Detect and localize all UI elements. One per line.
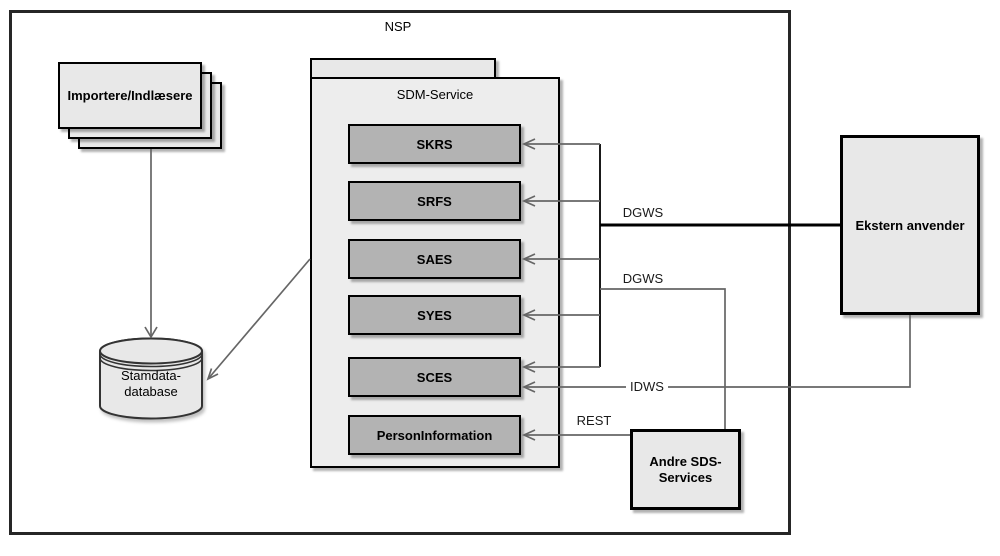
service-label: PersonInformation bbox=[376, 427, 493, 443]
dgws-top-label: DGWS bbox=[622, 205, 664, 220]
rest-label: REST bbox=[576, 413, 612, 428]
andre-sds-label-line2: Services bbox=[658, 469, 713, 485]
importers-box: Importere/Indlæsere bbox=[58, 62, 202, 129]
service-box-sces: SCES bbox=[348, 357, 521, 397]
ekstern-anvender-box: Ekstern anvender bbox=[840, 135, 980, 315]
service-label: SAES bbox=[416, 251, 453, 267]
ekstern-anvender-label: Ekstern anvender bbox=[855, 217, 965, 233]
nsp-label: NSP bbox=[384, 19, 412, 34]
sdm-service-label: SDM-Service bbox=[396, 87, 474, 102]
andre-sds-services-box: Andre SDS- Services bbox=[630, 429, 741, 510]
stamdata-database-label: Stamdata- database bbox=[100, 368, 202, 400]
andre-sds-label-line1: Andre SDS- bbox=[649, 453, 722, 469]
database-label-line1: Stamdata- bbox=[121, 368, 181, 383]
importers-label: Importere/Indlæsere bbox=[67, 88, 193, 103]
database-label-line2: database bbox=[124, 384, 178, 399]
idws-label: IDWS bbox=[626, 379, 668, 394]
service-label: SCES bbox=[416, 369, 453, 385]
service-box-srfs: SRFS bbox=[348, 181, 521, 221]
dgws-bottom-label: DGWS bbox=[622, 271, 664, 286]
service-label: SRFS bbox=[417, 193, 452, 209]
service-box-personinformation: PersonInformation bbox=[348, 415, 521, 455]
service-box-skrs: SKRS bbox=[348, 124, 521, 164]
service-box-syes: SYES bbox=[348, 295, 521, 335]
service-label: SKRS bbox=[416, 136, 453, 152]
service-label: SYES bbox=[417, 307, 452, 323]
service-box-saes: SAES bbox=[348, 239, 521, 279]
